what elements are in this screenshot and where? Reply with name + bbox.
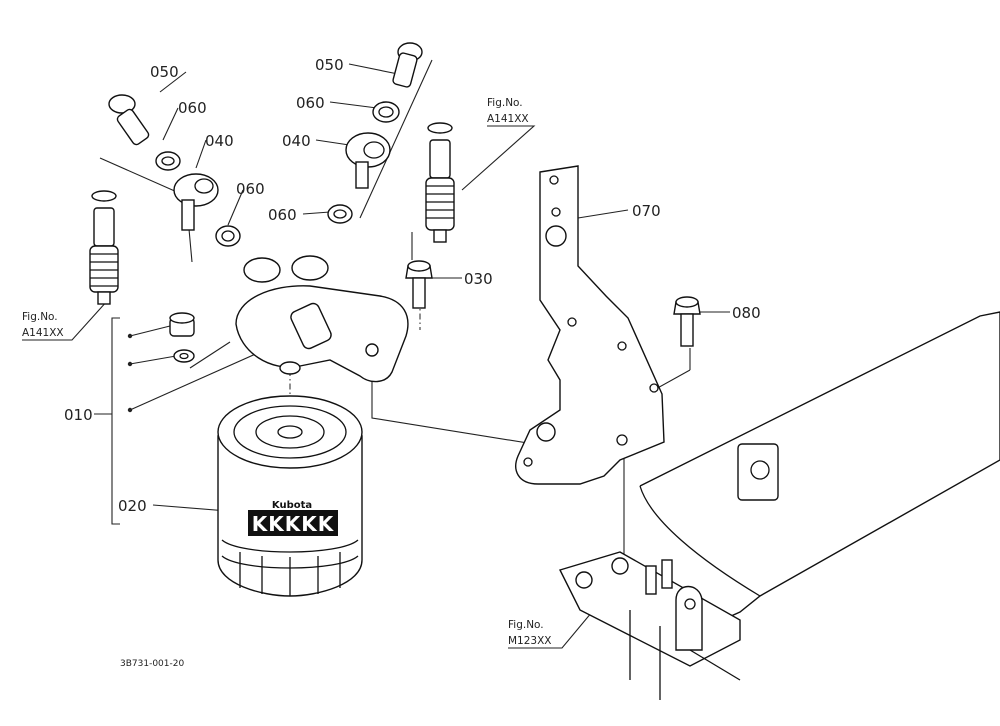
callout-020: 020	[118, 497, 147, 515]
fig-ref-right-label: Fig.No.	[487, 97, 523, 109]
drawing-code: 3B731-001-20	[120, 659, 184, 669]
callout-050-left: 050	[150, 63, 179, 81]
filter-stripes-text: KKKKK	[252, 512, 335, 536]
bolt-080	[673, 296, 701, 347]
callout-040-right: 040	[282, 132, 311, 150]
fig-ref-right-code: A141XX	[487, 113, 529, 125]
leader-lines	[22, 59, 730, 649]
callout-080: 080	[732, 304, 761, 322]
callout-030: 030	[464, 270, 493, 288]
banjo-bolt-050-left	[108, 94, 150, 146]
kit-bullets	[127, 333, 133, 413]
fig-ref-bottom-label: Fig.No.	[508, 619, 544, 631]
engine-frame	[559, 311, 1000, 700]
callout-060-right-mid: 060	[268, 206, 297, 224]
callout-labels: 050 060 040 060 050 060 040 060 030 070 …	[64, 56, 761, 515]
filter-head-010	[235, 255, 409, 383]
fuel-filter-cartridge-020: Kubota KKKKK	[217, 395, 363, 597]
callout-040-left: 040	[205, 132, 234, 150]
bracket-070	[515, 165, 665, 485]
callout-060-left-top: 060	[178, 99, 207, 117]
fig-ref-left-code: A141XX	[22, 327, 64, 339]
bolt-030	[405, 260, 433, 309]
right-hose-assembly	[425, 122, 455, 243]
callout-060-right-top: 060	[296, 94, 325, 112]
filter-brand-text: Kubota	[272, 500, 312, 511]
banjo-bolt-050-right	[392, 42, 423, 88]
right-banjo-stack	[327, 42, 423, 224]
fig-ref-bottom-code: M123XX	[508, 635, 552, 647]
washer-060-right-mid	[327, 204, 353, 224]
banjo-fitting-040-right	[345, 132, 391, 189]
callout-060-left-mid: 060	[236, 180, 265, 198]
banjo-fitting-040-left	[173, 173, 219, 231]
callout-010: 010	[64, 406, 93, 424]
fig-ref-left-label: Fig.No.	[22, 311, 58, 323]
callout-070: 070	[632, 202, 661, 220]
washer-060-right-top	[372, 101, 400, 123]
plug-washer	[173, 349, 195, 363]
left-hose-assembly	[89, 190, 119, 305]
figure-references: Fig.No. A141XX Fig.No. A141XX Fig.No. M1…	[22, 97, 552, 647]
washer-060-left-top	[155, 151, 181, 171]
left-banjo-stack	[108, 94, 241, 247]
air-vent-plug	[169, 312, 195, 337]
callout-050-right: 050	[315, 56, 344, 74]
washer-060-left-mid	[215, 225, 241, 247]
